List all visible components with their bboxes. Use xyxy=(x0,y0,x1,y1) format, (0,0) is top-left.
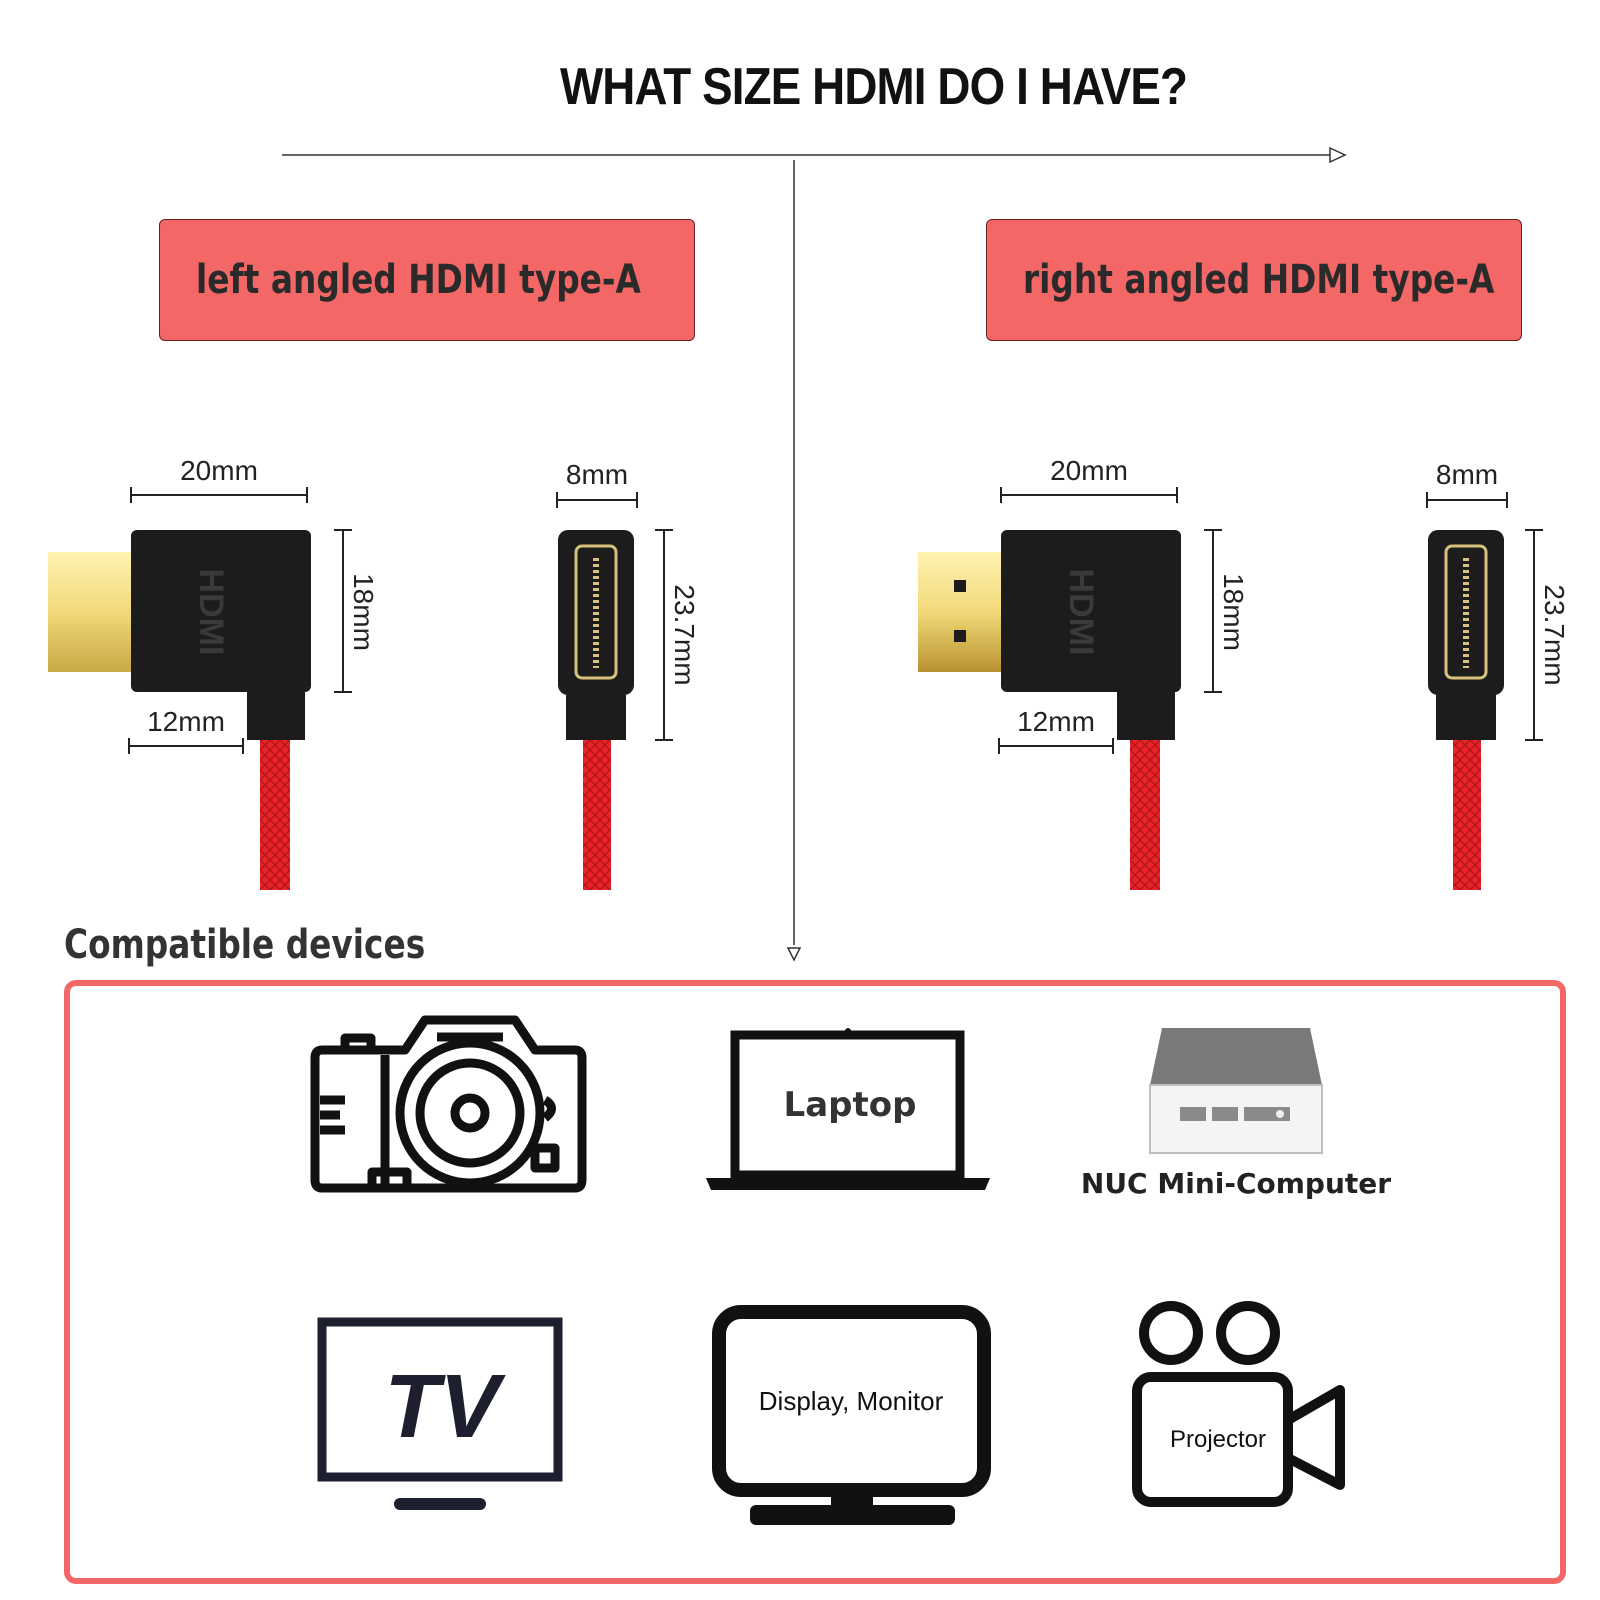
svg-text:20mm: 20mm xyxy=(1050,455,1128,486)
connector-body xyxy=(131,530,311,692)
left-angled-label-box: left angled HDMI type-A xyxy=(159,219,695,341)
width-dimension: 20mm xyxy=(130,455,308,503)
connector-body xyxy=(1001,530,1181,692)
gold-plug xyxy=(48,552,132,672)
gold-plug xyxy=(918,552,1002,672)
right-angled-label: right angled HDMI type-A xyxy=(1023,257,1495,303)
compatible-devices-heading: Compatible devices xyxy=(64,922,426,968)
divider-lines xyxy=(282,146,1347,962)
svg-text:18mm: 18mm xyxy=(1218,573,1249,651)
strain-relief xyxy=(247,690,305,740)
svg-text:23.7mm: 23.7mm xyxy=(1539,584,1570,685)
offset-dimension: 12mm xyxy=(128,706,244,754)
svg-text:8mm: 8mm xyxy=(1436,459,1498,490)
side-view: 8mm 23.7mm xyxy=(1426,459,1570,890)
laptop-icon: Laptop xyxy=(706,1028,990,1190)
left-angled-label: left angled HDMI type-A xyxy=(196,257,641,303)
height-dimension: 18mm xyxy=(334,529,379,693)
devices-frame xyxy=(64,980,1566,1584)
svg-text:23.7mm: 23.7mm xyxy=(669,584,700,685)
tv-label: TV xyxy=(384,1357,506,1457)
width-dimension: 20mm xyxy=(1000,455,1178,503)
height-dimension: 18mm xyxy=(1204,529,1249,693)
right-angled-label-box: right angled HDMI type-A xyxy=(986,219,1522,341)
red-cable xyxy=(260,740,290,890)
right-angled-connector-diagram: 20mm HDMI 18mm 12mm 8mm 23.7mm xyxy=(918,455,1570,890)
svg-text:20mm: 20mm xyxy=(180,455,258,486)
camera-icon xyxy=(310,1015,587,1193)
tv-icon: TV xyxy=(317,1317,563,1510)
svg-text:12mm: 12mm xyxy=(147,706,225,737)
svg-text:12mm: 12mm xyxy=(1017,706,1095,737)
page-title: WHAT SIZE HDMI DO I HAVE? xyxy=(560,58,1188,116)
hdmi-logo: HDMI xyxy=(1062,569,1100,656)
svg-text:8mm: 8mm xyxy=(566,459,628,490)
svg-text:18mm: 18mm xyxy=(348,573,379,651)
arrow-down-icon xyxy=(786,947,802,962)
nuc-label: NUC Mini-Computer xyxy=(1081,1167,1391,1200)
projector-icon: Projector xyxy=(1132,1301,1345,1507)
side-view: 8mm 23.7mm xyxy=(556,459,700,890)
offset-dimension: 12mm xyxy=(998,706,1114,754)
left-angled-connector-diagram: 20mm HDMI 18mm 12mm 8mm 23.7mm xyxy=(48,455,700,890)
monitor-icon: Display, Monitor xyxy=(712,1305,991,1525)
device-icons: Laptop NUC Mini-Computer TV Display, Mon… xyxy=(310,1015,1391,1525)
monitor-label: Display, Monitor xyxy=(759,1386,944,1416)
mini-computer-icon: NUC Mini-Computer xyxy=(1081,1028,1391,1200)
strain-relief xyxy=(1117,690,1175,740)
laptop-label: Laptop xyxy=(784,1085,917,1125)
hdmi-logo: HDMI xyxy=(192,569,230,656)
projector-label: Projector xyxy=(1170,1426,1266,1453)
arrow-right-icon xyxy=(1329,146,1347,164)
red-cable xyxy=(1130,740,1160,890)
